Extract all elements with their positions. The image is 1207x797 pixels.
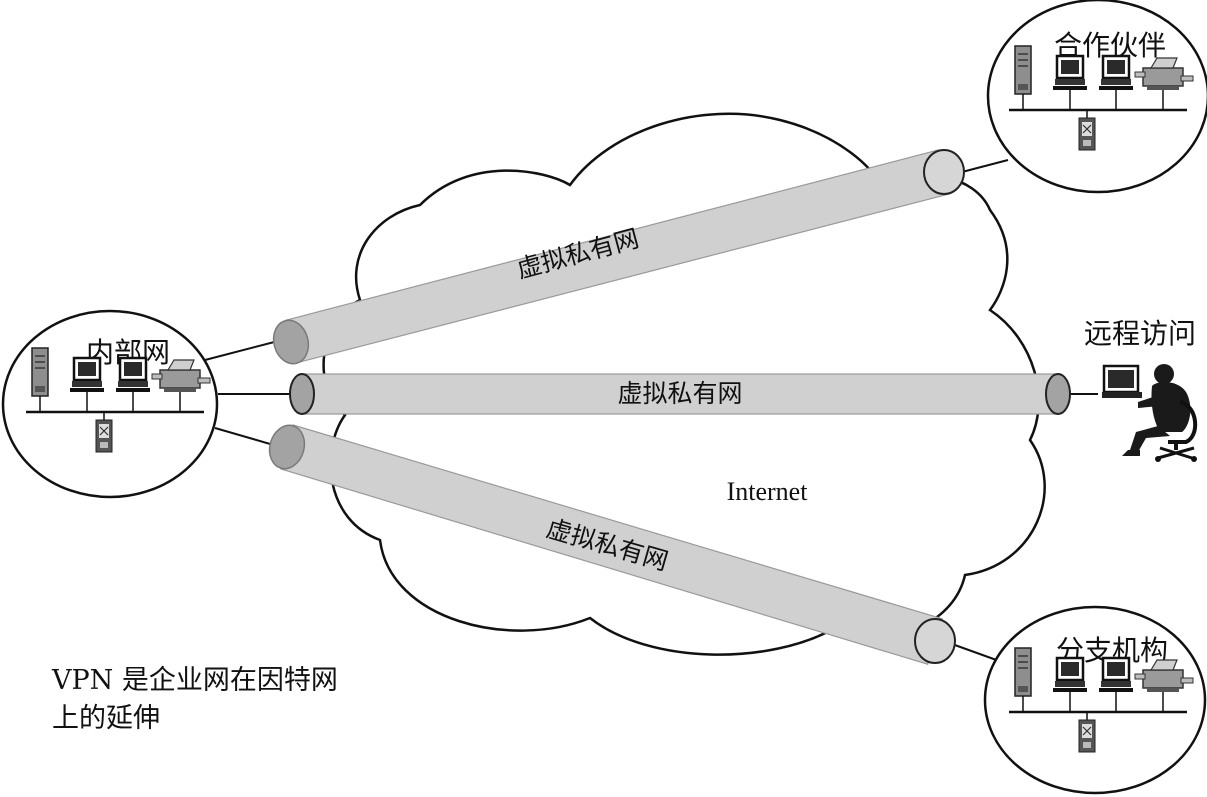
diagram-caption: VPN 是企业网在因特网 上的延伸	[52, 662, 412, 738]
remote-access-label: 远程访问	[1084, 317, 1196, 350]
link-branch	[951, 643, 1003, 663]
site-partner: 合作伙伴	[986, 0, 1207, 194]
vpn-tunnel-partner	[272, 149, 965, 365]
site-internal: 内部网	[1, 309, 219, 499]
internet-label: Internet	[727, 477, 809, 506]
vpn-tunnel-remote	[289, 373, 1071, 415]
caption-line-2: 上的延伸	[52, 703, 160, 734]
caption-line-1: VPN 是企业网在因特网	[52, 665, 338, 696]
tunnel-label-middle: 虚拟私有网	[617, 379, 742, 408]
vpn-tunnel-branch	[268, 424, 956, 665]
site-branch: 分支机构	[983, 605, 1207, 795]
remote-user-icon	[1102, 364, 1197, 462]
link-partner	[961, 159, 1009, 173]
link-internal-top	[204, 339, 283, 361]
